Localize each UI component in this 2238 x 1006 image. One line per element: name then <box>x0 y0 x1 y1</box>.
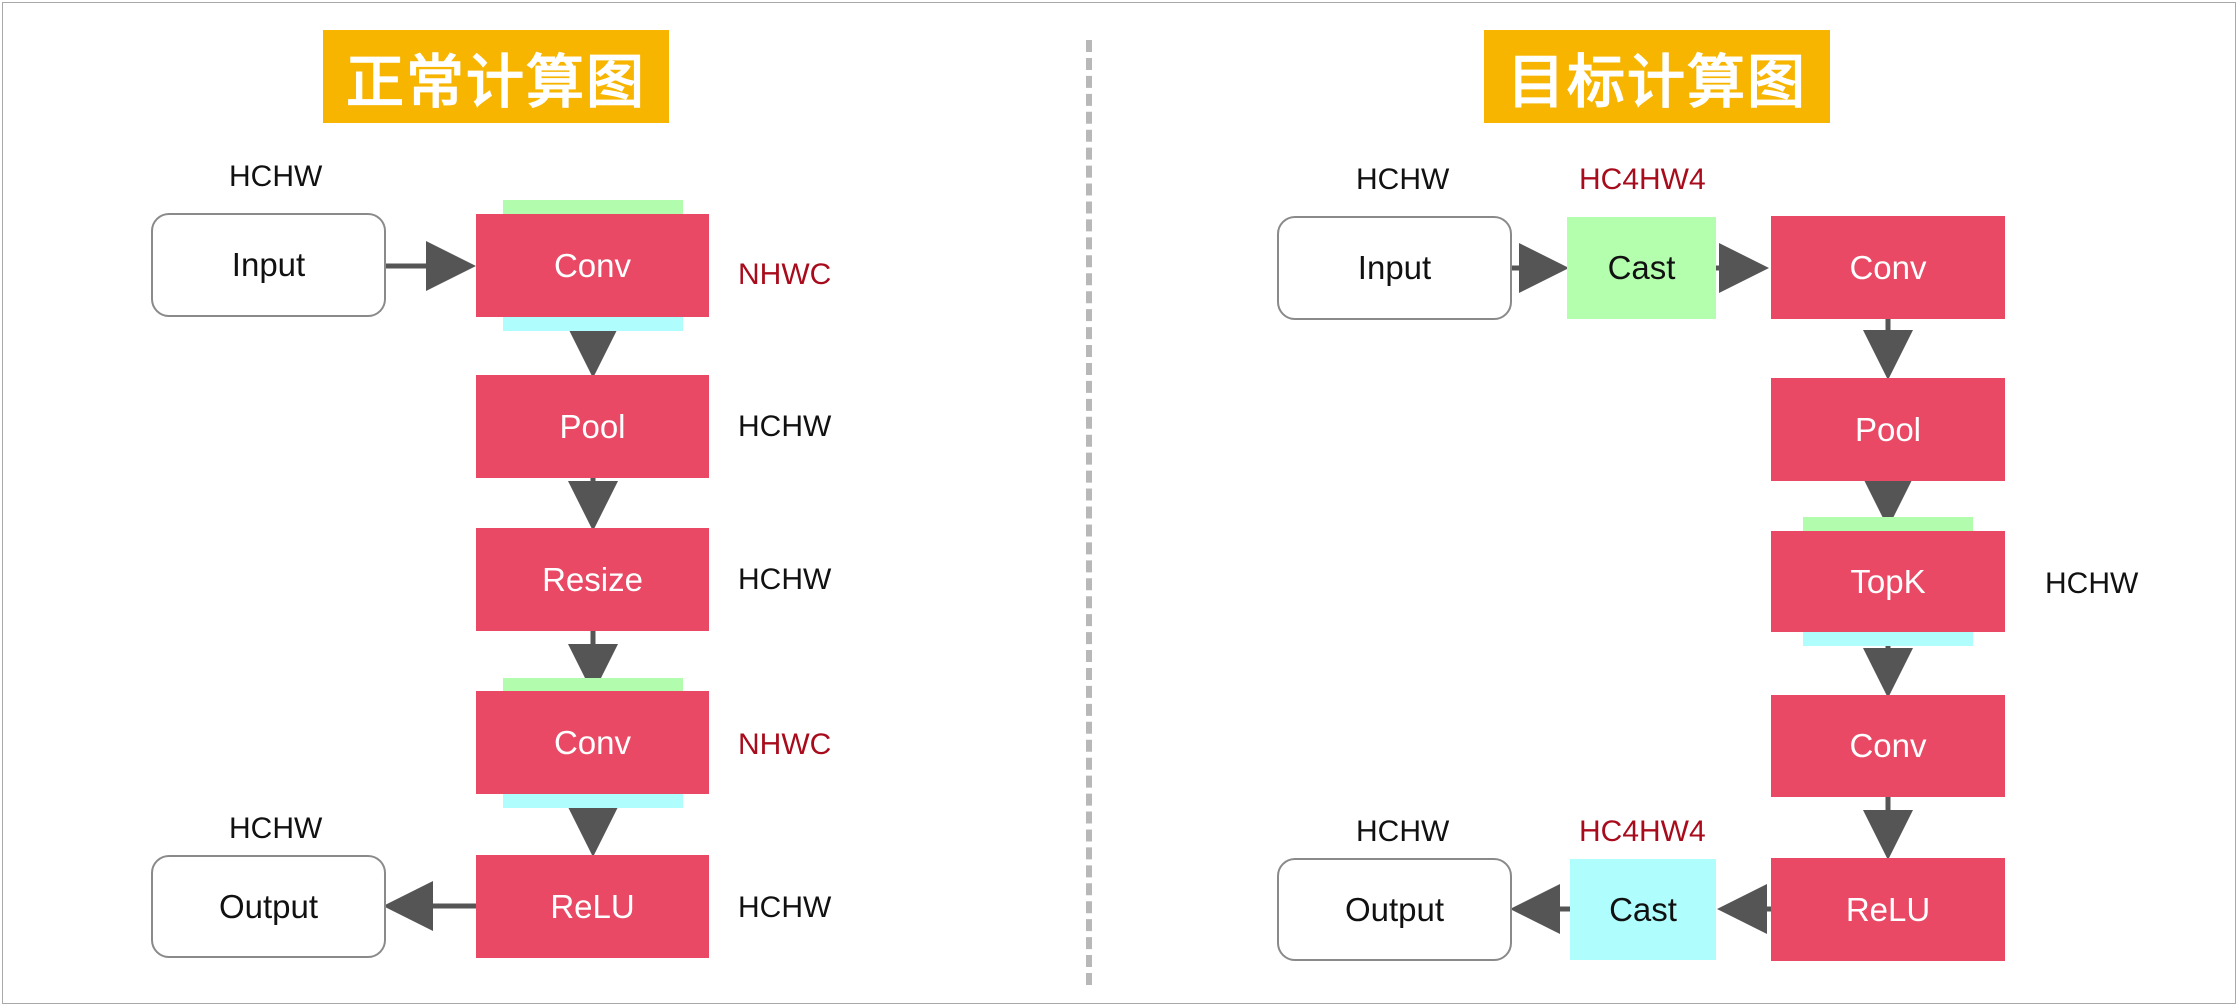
left-pool-node: Pool <box>476 375 709 478</box>
right-conv-node-1: Conv <box>1771 216 2005 319</box>
right-topk-top-strip <box>1803 517 1973 531</box>
left-input-format: HCHW <box>229 160 323 193</box>
right-output-node: Output <box>1277 858 1512 961</box>
left-conv2-bottom-strip <box>503 794 683 808</box>
left-conv1-bottom-strip <box>503 317 683 331</box>
left-relu-node: ReLU <box>476 855 709 958</box>
right-cast-in-node: Cast <box>1567 217 1716 319</box>
left-conv2-format: NHWC <box>738 728 832 761</box>
left-relu-format: HCHW <box>738 891 832 924</box>
left-conv-node-2: Conv <box>476 691 709 794</box>
left-output-node: Output <box>151 855 386 958</box>
left-resize-format: HCHW <box>738 563 832 596</box>
right-input-format: HCHW <box>1356 163 1450 196</box>
left-conv1-format: NHWC <box>738 258 832 291</box>
right-cast-in-format: HC4HW4 <box>1579 163 1706 196</box>
left-conv1-top-strip <box>503 200 683 214</box>
left-output-format: HCHW <box>229 812 323 845</box>
center-divider <box>1086 40 1092 985</box>
right-cast-out-node: Cast <box>1570 859 1716 960</box>
left-title: 正常计算图 <box>323 30 669 123</box>
right-topk-node: TopK <box>1771 531 2005 632</box>
left-pool-format: HCHW <box>738 410 832 443</box>
right-pool-node: Pool <box>1771 378 2005 481</box>
right-cast-out-format: HC4HW4 <box>1579 815 1706 848</box>
left-conv-node-1: Conv <box>476 214 709 317</box>
right-output-format: HCHW <box>1356 815 1450 848</box>
left-resize-node: Resize <box>476 528 709 631</box>
right-topk-bottom-strip <box>1803 632 1973 646</box>
right-topk-format: HCHW <box>2045 567 2139 600</box>
left-input-node: Input <box>151 213 386 317</box>
right-relu-node: ReLU <box>1771 858 2005 961</box>
right-conv-node-2: Conv <box>1771 695 2005 797</box>
right-title: 目标计算图 <box>1484 30 1830 123</box>
right-input-node: Input <box>1277 216 1512 320</box>
left-conv2-top-strip <box>503 678 683 692</box>
